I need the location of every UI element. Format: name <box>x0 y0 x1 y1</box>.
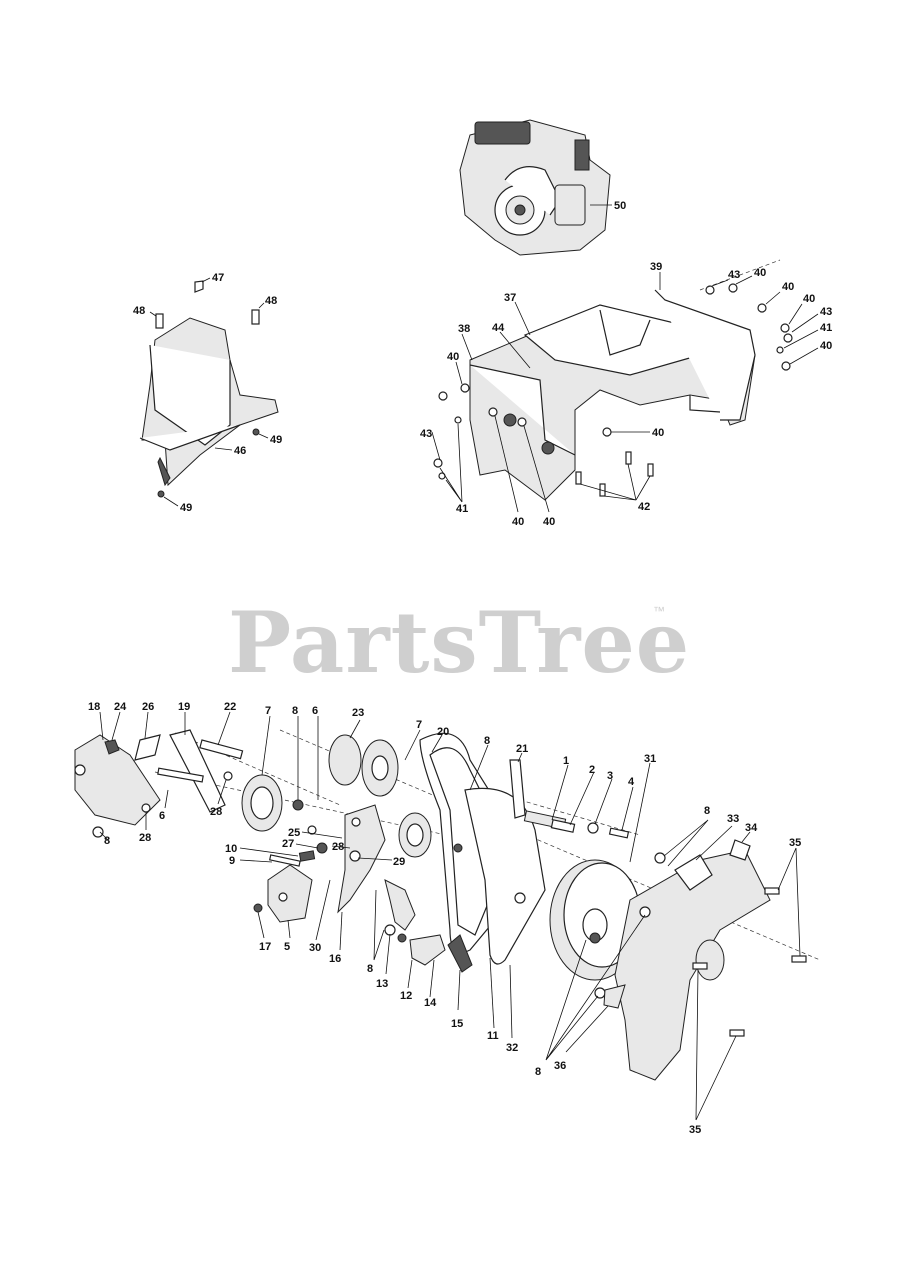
callout-1: 1 <box>563 755 569 767</box>
callout-14: 14 <box>424 997 437 1009</box>
callout-31: 31 <box>644 753 656 765</box>
callout-28-left: 28 <box>139 832 151 844</box>
callout-8-bottom: 8 <box>535 1066 541 1078</box>
callout-26: 26 <box>142 701 154 713</box>
watermark-tm: ™ <box>653 604 665 618</box>
engine-assembly: 50 <box>459 119 626 256</box>
callout-7-mid: 7 <box>416 719 422 731</box>
belt-cover-assembly: 47 48 48 46 49 49 <box>133 272 282 514</box>
callout-16: 16 <box>329 953 341 965</box>
callout-41-right: 41 <box>820 322 832 334</box>
callout-47: 47 <box>212 272 224 284</box>
callout-40-bottom2: 40 <box>543 516 555 528</box>
callout-42: 42 <box>638 501 650 513</box>
drive-assembly: 18 24 26 19 22 7 8 6 23 7 20 8 21 1 2 3 … <box>74 701 821 1136</box>
watermark: PartsTree ™ <box>228 593 690 692</box>
callout-30: 30 <box>309 942 321 954</box>
callout-25: 25 <box>288 827 300 839</box>
callout-35-right: 35 <box>789 837 801 849</box>
callout-28-mid: 28 <box>210 806 222 818</box>
callout-37: 37 <box>504 292 516 304</box>
callout-21: 21 <box>516 743 528 755</box>
callout-3: 3 <box>607 770 613 782</box>
callout-4: 4 <box>628 776 635 788</box>
callout-41-left: 41 <box>456 503 468 515</box>
callout-39: 39 <box>650 261 662 273</box>
callout-15: 15 <box>451 1018 463 1030</box>
callout-8-belt: 8 <box>484 735 490 747</box>
callout-34: 34 <box>745 822 758 834</box>
callout-12: 12 <box>400 990 412 1002</box>
callout-46: 46 <box>234 445 246 457</box>
callout-38: 38 <box>458 323 470 335</box>
callout-8-left: 8 <box>104 835 110 847</box>
callout-43-left: 43 <box>420 428 432 440</box>
callout-23: 23 <box>352 707 364 719</box>
callout-48-left: 48 <box>133 305 145 317</box>
callout-40-right3: 40 <box>820 340 832 352</box>
callout-24: 24 <box>114 701 127 713</box>
callout-43-top: 43 <box>728 269 740 281</box>
callout-49-right: 49 <box>270 434 282 446</box>
callout-5: 5 <box>284 941 290 953</box>
callout-48-right: 48 <box>265 295 277 307</box>
callout-6-left: 6 <box>159 810 165 822</box>
callout-40-right1: 40 <box>782 281 794 293</box>
callout-36: 36 <box>554 1060 566 1072</box>
callout-8-top: 8 <box>292 705 298 717</box>
callout-43-right: 43 <box>820 306 832 318</box>
callout-40-bottom1: 40 <box>512 516 524 528</box>
callout-18: 18 <box>88 701 100 713</box>
callout-11: 11 <box>487 1030 499 1042</box>
callout-40-top: 40 <box>754 267 766 279</box>
callout-10: 10 <box>225 843 237 855</box>
callout-9: 9 <box>229 855 235 867</box>
callout-27: 27 <box>282 838 294 850</box>
callout-20: 20 <box>437 726 449 738</box>
callout-40-mid: 40 <box>652 427 664 439</box>
watermark-text: PartsTree <box>228 593 690 692</box>
callout-29: 29 <box>393 856 405 868</box>
callout-28-arm: 28 <box>332 841 344 853</box>
callout-19: 19 <box>178 701 190 713</box>
callout-2: 2 <box>589 764 595 776</box>
callout-6-top: 6 <box>312 705 318 717</box>
frame-assembly: 39 43 40 40 40 43 41 40 37 38 44 40 43 4… <box>420 259 832 528</box>
callout-13: 13 <box>376 978 388 990</box>
callout-50: 50 <box>614 200 626 212</box>
callout-8-right: 8 <box>704 805 710 817</box>
callout-22: 22 <box>224 701 236 713</box>
callout-8-lower: 8 <box>367 963 373 975</box>
callout-33: 33 <box>727 813 739 825</box>
callout-32: 32 <box>506 1042 518 1054</box>
callout-40-left: 40 <box>447 351 459 363</box>
callout-7-left: 7 <box>265 705 271 717</box>
callout-35-bottom: 35 <box>689 1124 701 1136</box>
callout-49-bottom: 49 <box>180 502 192 514</box>
callout-44: 44 <box>492 322 505 334</box>
callout-17: 17 <box>259 941 271 953</box>
callout-40-right2: 40 <box>803 293 815 305</box>
